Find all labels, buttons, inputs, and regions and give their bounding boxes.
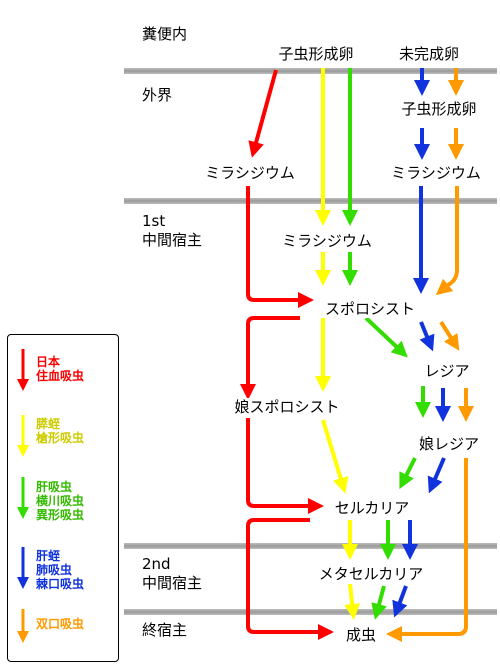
node-unembryonated-egg: 未完成卵 — [397, 45, 461, 63]
arrow-red-miracidium-to-sporocyst — [246, 186, 314, 308]
separator-host1 — [124, 198, 497, 204]
node-miracidium-host: ミラシジウム — [281, 232, 373, 250]
arrow-blue-metacercaria-to-adult — [392, 585, 408, 618]
node-daughter-redia: 娘レジア — [417, 435, 481, 453]
node-embryonated-egg-2: 子虫形成卵 — [400, 100, 478, 118]
node-sporocyst: スポロシスト — [323, 300, 417, 318]
arrow-blue-daughter-redia-to-cercaria — [427, 457, 446, 494]
arrow-green-daughter-redia-to-cercaria — [399, 457, 417, 490]
node-miracidium-right: ミラシジウム — [390, 164, 482, 182]
separator-host2 — [124, 543, 497, 549]
zone-label-outside: 外界 — [142, 86, 173, 104]
legend-label-eurytrema: 膵蛭 槍形吸虫 — [36, 417, 85, 445]
arrow-yellow-daughter-to-cercaria — [321, 419, 349, 494]
separator-outside — [124, 68, 497, 74]
zone-label-final: 終宿主 — [142, 621, 188, 639]
separator-final — [124, 609, 497, 615]
legend-label-schistosoma: 日本 住血吸虫 — [36, 355, 85, 383]
zone-label-host1: 1st 中間宿主 — [142, 212, 203, 249]
node-metacercaria: メタセルカリア — [317, 565, 425, 583]
arrow-red-daughter-to-cercaria — [246, 418, 324, 514]
legend-label-clonorchis: 肝吸虫 横川吸虫 異形吸虫 — [36, 480, 85, 522]
arrow-green-metacercaria-to-adult — [371, 585, 387, 620]
arrow-red-sporocyst-to-daughter — [240, 316, 300, 400]
legend-label-paramphistomum: 双口吸虫 — [36, 617, 85, 631]
node-adult: 成虫 — [344, 626, 378, 644]
zone-label-feces: 糞便内 — [142, 25, 188, 43]
arrow-orange-daughter-redia-to-adult — [386, 458, 468, 642]
zone-label-host2: 2nd 中間宿主 — [142, 555, 203, 592]
arrow-blue-sporocyst-to-redia — [419, 321, 435, 352]
arrow-yellow-metacercaria-to-adult — [344, 583, 361, 620]
node-cercaria: セルカリア — [333, 499, 411, 517]
legend-arrows — [17, 349, 29, 643]
node-redia: レジア — [423, 362, 471, 380]
arrow-green-sporocyst-to-redia — [364, 316, 408, 358]
arrow-orange-sporocyst-to-redia — [439, 320, 460, 351]
node-embryonated-egg: 子虫形成卵 — [277, 45, 355, 63]
node-miracidium-left: ミラシジウム — [204, 164, 296, 182]
node-daughter-sporocyst: 娘スポロシスト — [233, 398, 341, 416]
arrow-red-egg-to-miracidium — [248, 69, 278, 158]
arrow-orange-miracidium-to-sporocyst — [435, 186, 459, 296]
legend-label-fasciola: 肝蛭 肺吸虫 棘口吸虫 — [36, 549, 85, 591]
arrow-red-cercaria-to-adult — [246, 518, 334, 640]
legend: 日本 住血吸虫 膵蛭 槍形吸虫 肝吸虫 横川吸虫 異形吸虫 肝蛭 肺吸虫 棘口吸… — [7, 334, 119, 662]
